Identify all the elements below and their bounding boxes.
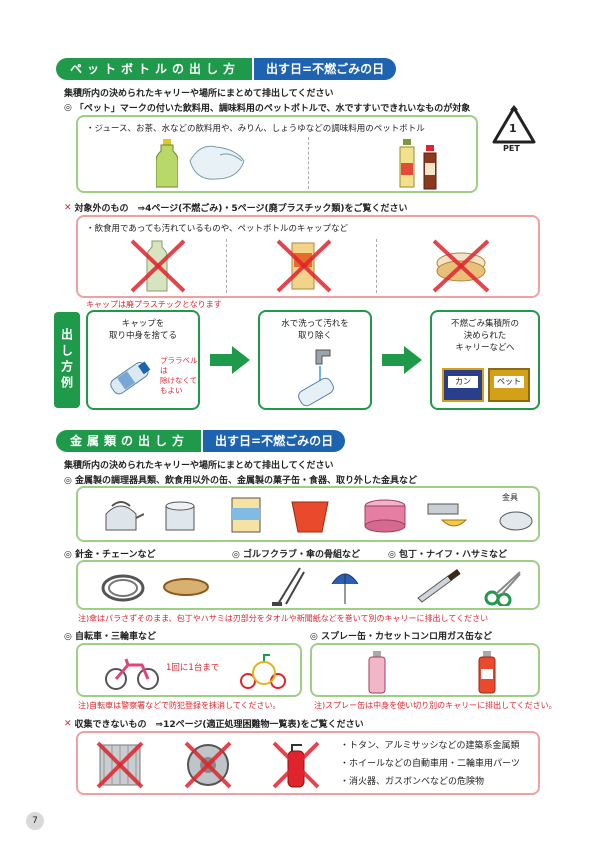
pet-logo-text: PET xyxy=(503,144,520,153)
bottle-cap-icon xyxy=(102,356,158,406)
note-knife: 注)傘はバラさずそのまま、包丁やハサミは刃部分をタオルや新聞紙などを巻いて別のキ… xyxy=(78,614,489,623)
not-collect-item: ・トタン、アルミサッシなどの建築系金属類 xyxy=(340,741,520,751)
metal-item4: ◎ 包丁・ナイフ・ハサミなど xyxy=(388,550,507,560)
soy-sauce-bottle-icon xyxy=(420,145,440,194)
metal-cookware-box: 金具 xyxy=(76,486,540,542)
metal-item5: ◎ 自転車・三輪車など xyxy=(64,632,156,642)
pet-excluded-text: 対象外のもの ⇒4ページ(不燃ごみ)・5ページ(廃プラスチック類)をご覧ください xyxy=(74,204,408,214)
bottle-green-icon xyxy=(155,139,179,192)
knife-icon xyxy=(414,568,464,609)
wire-coil-icon xyxy=(98,570,148,609)
crushed-bottles-icon xyxy=(186,139,250,190)
arrow-right-icon xyxy=(382,346,422,377)
pet-logo-number: 1 xyxy=(509,122,517,135)
pet-section-header: ペットボトルの出し方 出す日=不燃ごみの日 xyxy=(56,58,397,80)
gas-can-icon xyxy=(476,651,498,698)
tin-box-icon xyxy=(362,494,408,539)
metal-instruction: 集積所内の決められたキャリーや場所にまとめて排出してください xyxy=(64,461,334,471)
bicycle-icon xyxy=(104,653,160,694)
kettle-icon xyxy=(98,496,145,539)
arrow-right-icon xyxy=(210,346,250,377)
metal-collection-day: 出す日=不燃ごみの日 xyxy=(203,430,346,452)
metal-wire-box xyxy=(76,560,540,610)
pet-target-text: 「ペット」マークの付いた飲料用、調味料用のペットボトルで、水ですすいできれいなも… xyxy=(74,104,471,114)
pet-collection-day: 出す日=不燃ごみの日 xyxy=(254,58,397,80)
chain-icon xyxy=(160,574,212,603)
cross-mark-icon: ✕ xyxy=(64,718,72,729)
umbrella-icon xyxy=(328,566,362,611)
note-bike: 注)自転車は警察署などで防犯登録を抹消してください。 xyxy=(78,701,281,710)
tricycle-icon xyxy=(238,651,288,694)
pot-icon xyxy=(160,494,200,539)
wheel-crossed-icon xyxy=(182,739,234,794)
spray-box xyxy=(310,643,540,697)
metal-section-title: 金属類の出し方 xyxy=(56,430,202,452)
double-circle-icon: ◎ xyxy=(64,102,72,113)
pet-target-line: ◎ 「ペット」マークの付いた飲料用、調味料用のペットボトルで、水ですすいできれい… xyxy=(64,101,471,115)
corrugated-sheet-crossed-icon xyxy=(94,739,146,794)
not-collect-item: ・消火器、ガスボンベなどの危険物 xyxy=(340,777,485,787)
pet-target-box: ・ジュース、お茶、水などの飲料用や、みりん、しょうゆなどの調味料用のペットボトル xyxy=(76,115,478,193)
pet-excluded-example: ・飲食用であっても汚れているものや、ペットボトルのキャップなど xyxy=(86,224,349,234)
pet-section-title: ペットボトルの出し方 xyxy=(56,58,253,80)
kanagu-label: 金具 xyxy=(502,493,518,502)
pet-bin-label: ペット xyxy=(494,376,524,388)
step2-text: 水で洗って汚れを 取り除く xyxy=(281,319,349,341)
pet-target-example: ・ジュース、お茶、水などの飲料用や、みりん、しょうゆなどの調味料用のペットボトル xyxy=(86,124,425,134)
can-icon xyxy=(228,494,264,539)
page-number: 7 xyxy=(26,812,44,830)
metal-item1: ◎ 金属製の調理器具類、飲食用以外の缶、金属製の菓子缶・食器、取り外した金具など xyxy=(64,476,417,486)
cross-mark-icon: ✕ xyxy=(64,202,72,213)
pet-recycle-icon: 1 PET xyxy=(488,102,540,154)
metal-item2: ◎ 針金・チェーンなど xyxy=(64,550,156,560)
tray-bowl-icon xyxy=(424,496,484,539)
not-collect-box: ・トタン、アルミサッシなどの建築系金属類 ・ホイールなどの自動車用・二輪車用パー… xyxy=(76,731,540,795)
metal-section-header: 金属類の出し方 出す日=不燃ごみの日 xyxy=(56,430,346,452)
dirty-bottle-crossed-icon xyxy=(128,237,188,298)
step1-text: キャップを 取り中身を捨てる xyxy=(108,319,177,341)
fire-extinguisher-crossed-icon xyxy=(270,739,322,794)
scissors-icon xyxy=(484,568,524,609)
spray-can-icon xyxy=(366,651,388,698)
pet-bin: ペット xyxy=(488,368,530,402)
metal-item3: ◎ ゴルフクラブ・傘の骨組など xyxy=(232,550,360,560)
bike-note: 1回に1台まで xyxy=(166,663,220,673)
faucet-bottle-icon xyxy=(286,346,350,412)
pet-excluded-box: ・飲食用であっても汚れているものや、ペットボトルのキャップなど xyxy=(76,215,540,298)
bike-box: 1回に1台まで xyxy=(76,643,302,697)
not-collect-list: ・トタン、アルミサッシなどの建築系金属類 ・ホイールなどの自動車用・二輪車用パー… xyxy=(340,737,520,791)
step1-note: プララベルは 除けなくてもよい xyxy=(160,356,198,395)
golf-club-icon xyxy=(268,566,308,611)
pet-instruction: 集積所内の決められたキャリーや場所にまとめて排出してください xyxy=(64,89,334,99)
step-remove-cap: キャップを 取り中身を捨てる プララベルは 除けなくてもよい xyxy=(86,310,200,410)
cap-note: キャップは廃プラスチックとなります xyxy=(86,300,222,309)
metal-item6: ◎ スプレー缶・カセットコンロ用ガス缶など xyxy=(310,632,492,642)
step3-text: 不燃ごみ集積所の 決められた キャリーなどへ xyxy=(450,319,519,353)
step-carrier: 不燃ごみ集積所の 決められた キャリーなどへ カン ペット xyxy=(430,310,540,410)
pet-excluded-line: ✕ 対象外のもの ⇒4ページ(不燃ごみ)・5ページ(廃プラスチック類)をご覧くだ… xyxy=(64,201,408,215)
can-bin-label: カン xyxy=(448,376,478,388)
not-collect-line: ✕ 収集できないもの ⇒12ページ(適正処理困難物一覧表)をご覧ください xyxy=(64,717,364,731)
not-collect-text: 収集できないもの ⇒12ページ(適正処理困難物一覧表)をご覧ください xyxy=(74,720,364,730)
metal-lid-icon xyxy=(496,506,536,539)
note-spray: 注)スプレー缶は中身を使い切り別のキャリーに排出してください。 xyxy=(314,701,557,710)
example-label: 出し方例 xyxy=(54,312,80,408)
oil-bottle-icon xyxy=(396,139,418,194)
can-bin: カン xyxy=(442,368,484,402)
step-wash: 水で洗って汚れを 取り除く xyxy=(258,310,372,410)
bucket-icon xyxy=(288,494,332,539)
not-collect-item: ・ホイールなどの自動車用・二輪車用パーツ xyxy=(340,759,520,769)
dirty-container-crossed-icon xyxy=(274,237,334,298)
cap-crossed-icon xyxy=(428,237,494,298)
